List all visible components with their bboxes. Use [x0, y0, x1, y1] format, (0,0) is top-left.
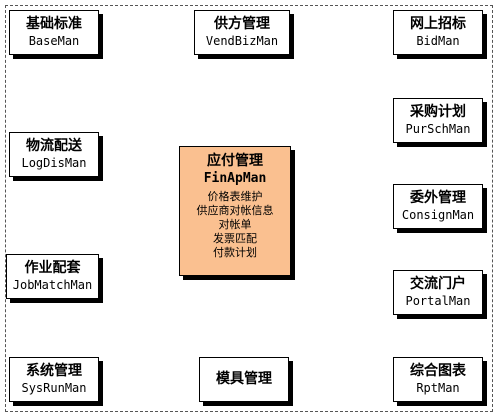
module-name: 系统管理	[26, 363, 82, 379]
module-logis: 物流配送 LogDisMan	[9, 132, 99, 177]
module-center-finap: 应付管理 FinApMan 价格表维护 供应商对帐信息 对帐单 发票匹配 付款计…	[179, 146, 291, 276]
module-consign: 委外管理 ConsignMan	[393, 184, 483, 229]
module-code: BidMan	[416, 34, 460, 48]
module-name: 交流门户	[410, 276, 466, 292]
module-name: 基础标准	[26, 16, 82, 32]
module-portal: 交流门户 PortalMan	[393, 270, 483, 315]
module-code: VendBizMan	[205, 34, 279, 48]
center-function: 对帐单	[218, 218, 252, 231]
module-name: 网上招标	[410, 16, 466, 32]
module-code: LogDisMan	[21, 156, 87, 170]
module-bid: 网上招标 BidMan	[393, 10, 483, 55]
module-base: 基础标准 BaseMan	[9, 10, 99, 55]
module-name: 供方管理	[214, 16, 270, 32]
module-name: 委外管理	[410, 190, 466, 206]
module-mold: 模具管理	[199, 357, 289, 402]
module-code: ConsignMan	[401, 208, 475, 222]
center-function: 付款计划	[213, 246, 257, 259]
module-name: 物流配送	[26, 138, 82, 154]
module-code: SysRunMan	[21, 381, 87, 395]
center-function: 发票匹配	[213, 232, 257, 245]
center-name: 应付管理	[207, 153, 263, 169]
module-name: 模具管理	[216, 371, 272, 387]
module-sys: 系统管理 SysRunMan	[9, 357, 99, 402]
module-rpt: 综合图表 RptMan	[393, 357, 483, 402]
center-function: 供应商对帐信息	[196, 204, 274, 217]
center-code: FinApMan	[203, 171, 267, 186]
module-code: RptMan	[416, 381, 460, 395]
module-code: BaseMan	[28, 34, 80, 48]
system-boundary	[5, 5, 493, 412]
module-vend: 供方管理 VendBizMan	[194, 10, 290, 55]
center-function: 价格表维护	[207, 190, 263, 203]
module-code: PurSchMan	[405, 122, 471, 136]
module-code: PortalMan	[405, 294, 471, 308]
module-name: 综合图表	[410, 363, 466, 379]
module-name: 采购计划	[410, 104, 466, 120]
module-name: 作业配套	[24, 260, 81, 276]
module-code: JobMatchMan	[12, 278, 93, 292]
module-purch: 采购计划 PurSchMan	[393, 98, 483, 143]
module-job: 作业配套 JobMatchMan	[6, 254, 99, 299]
